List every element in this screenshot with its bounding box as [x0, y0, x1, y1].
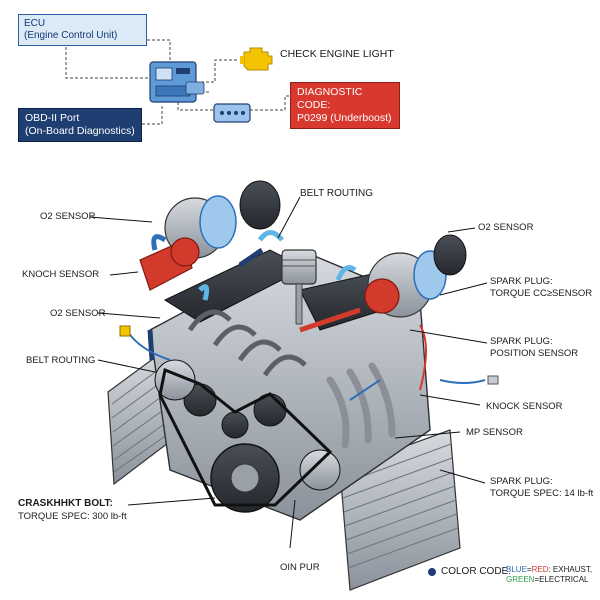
label-belt-routing-top: BELT ROUTING	[300, 188, 373, 199]
label-oin-pur: OIN PUR	[280, 562, 320, 573]
label-spark-plug-2-title: SPARK PLUG:	[490, 336, 553, 347]
diagnostic-code: P0299 (Underboost)	[297, 112, 392, 124]
ecu-subtitle: (Engine Control Unit)	[24, 30, 118, 41]
label-spark-plug-3-sub: TORQUE SPEC: 14 lb-ft	[490, 488, 594, 499]
legend-blue: BLUE	[506, 565, 527, 574]
piston	[281, 249, 317, 325]
label-o2-sensor-right: O2 SENSOR	[478, 222, 534, 233]
label-spark-plug-2-sub: POSITION SENSOR	[490, 348, 579, 359]
obd-title: OBD-II Port	[25, 112, 80, 124]
label-mp-sensor: MP SENSOR	[466, 427, 523, 438]
ecu-wiring	[65, 39, 290, 125]
legend-exhaust: : EXHAUST,	[548, 565, 593, 574]
pulleys	[154, 359, 341, 513]
label-spark-plug-1-title: SPARK PLUG:	[490, 276, 553, 287]
diagnostic-code-box: DIAGNOSTIC CODE: P0299 (Underboost)	[290, 82, 400, 129]
label-o2-sensor-left-mid: O2 SENSOR	[50, 308, 106, 319]
ecu-module-icon	[149, 61, 205, 103]
legend-electrical: =ELECTRICAL	[534, 575, 589, 584]
label-knock-sensor-right: KNOCK SENSOR	[486, 401, 563, 412]
label-spark-plug-1-sub: TORQUE CC≥SENSOR	[490, 288, 593, 299]
obd-connector-icon	[213, 103, 251, 123]
label-crank-bolt-title: CRASKHHKT BOLT:	[18, 498, 113, 509]
ecu-title: ECU	[24, 18, 46, 29]
legend-red: RED	[531, 565, 549, 574]
leader-lines	[89, 196, 488, 549]
check-engine-label: CHECK ENGINE LIGHT	[280, 48, 394, 60]
left-turbo	[139, 180, 281, 291]
ecu-label-box: ECU (Engine Control Unit)	[18, 14, 147, 46]
sensor-connector	[119, 325, 131, 337]
legend-title: COLOR CODE:	[441, 566, 512, 577]
diagnostic-title: DIAGNOSTIC CODE:	[297, 86, 363, 111]
label-belt-routing-left: BELT ROUTING	[26, 355, 96, 366]
legend-line-1: BLUE=RED: EXHAUST,	[506, 565, 592, 575]
engine-warning-icon	[240, 47, 273, 71]
label-crank-bolt-spec: TORQUE SPEC: 300 lb-ft	[18, 511, 127, 522]
label-o2-sensor-left-top: O2 SENSOR	[40, 211, 96, 222]
legend-line-2: GREEN=ELECTRICAL	[506, 575, 588, 585]
obd-label-box: OBD-II Port (On-Board Diagnostics)	[18, 108, 142, 142]
legend-green: GREEN	[506, 575, 535, 584]
obd-subtitle: (On-Board Diagnostics)	[25, 125, 135, 137]
legend-sep: =	[526, 565, 532, 574]
label-knock-sensor-left: KNOCH SENSOR	[22, 269, 100, 280]
right-turbo	[364, 234, 467, 318]
sensor-connector	[487, 375, 499, 385]
legend-dot	[428, 568, 436, 576]
label-spark-plug-3-title: SPARK PLUG:	[490, 476, 553, 487]
airflow-arrows	[147, 230, 361, 361]
